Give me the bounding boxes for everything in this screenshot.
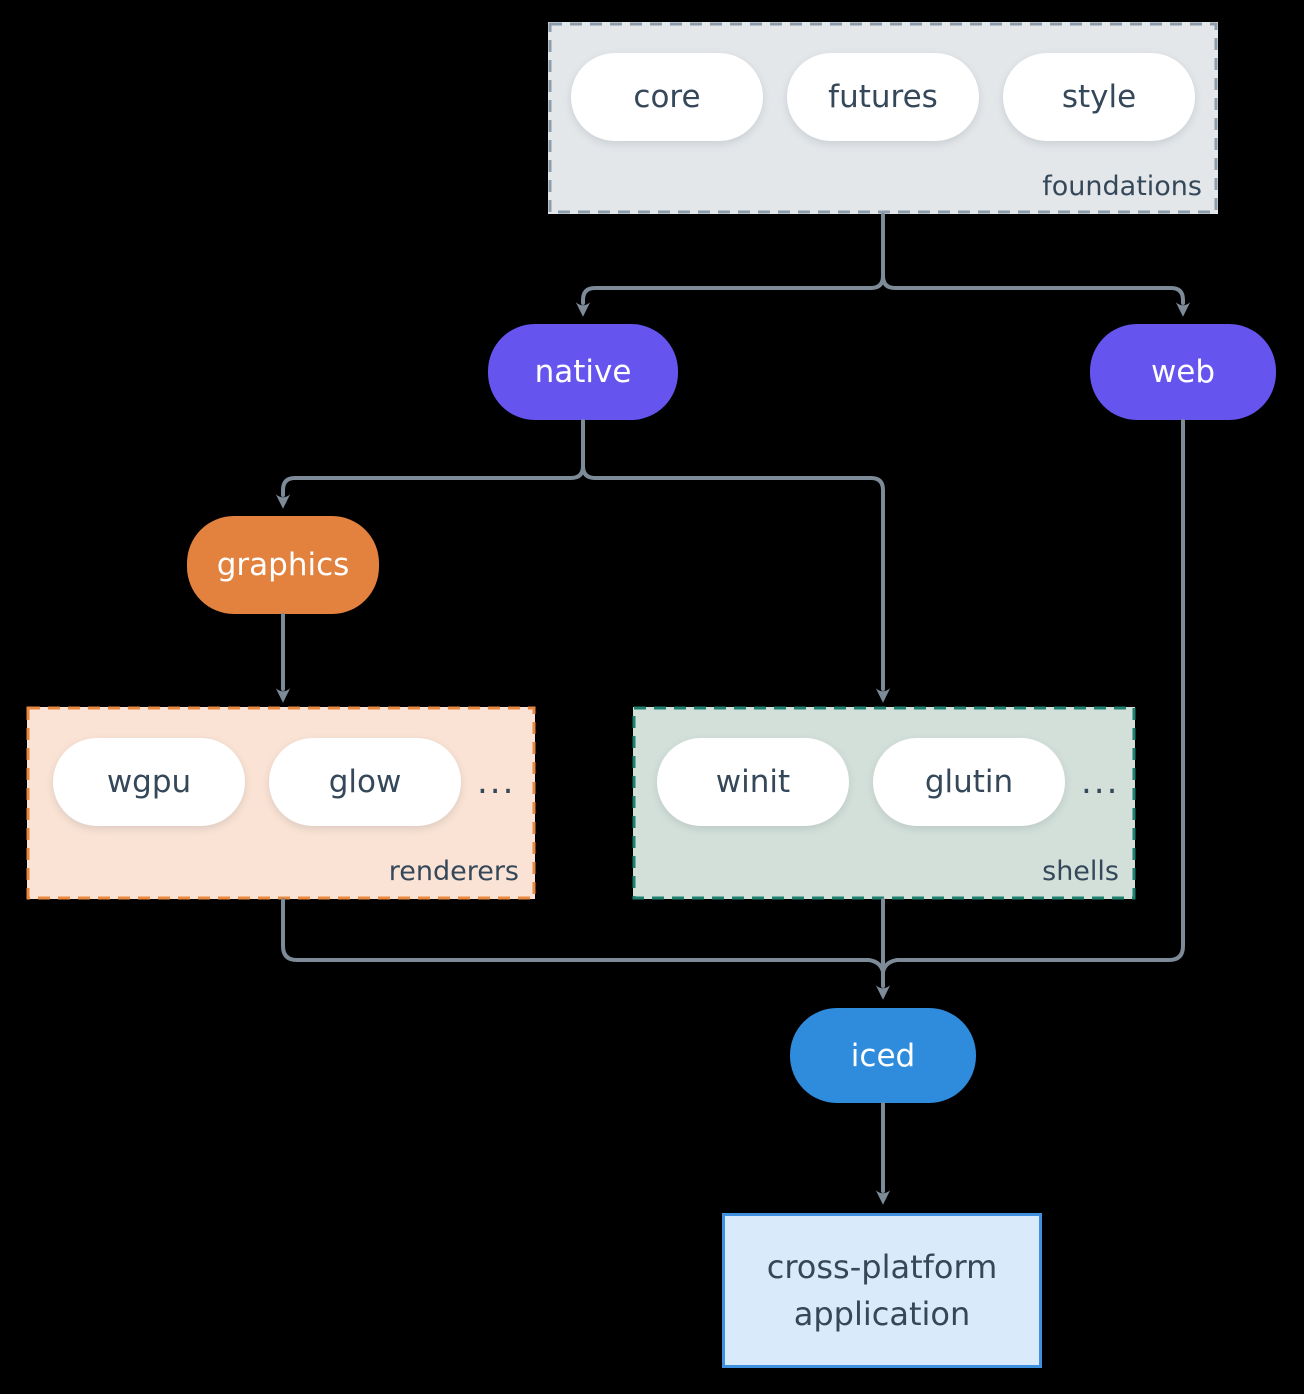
edge-native-graphics xyxy=(275,464,585,509)
node-application-label: cross-platform application xyxy=(766,1248,998,1333)
node-core-label: core xyxy=(633,79,701,115)
node-core: core xyxy=(571,53,763,141)
node-iced-label: iced xyxy=(850,1037,916,1074)
node-native-label: native xyxy=(534,354,632,390)
node-glow-label: glow xyxy=(328,764,402,800)
edge-foundations-native xyxy=(575,274,885,317)
foundations-group-label: foundations xyxy=(1042,171,1202,202)
renderers-group: wgpu glow ... renderers xyxy=(27,707,535,899)
node-glutin: glutin xyxy=(873,738,1065,826)
node-glow: glow xyxy=(269,738,461,826)
renderers-ellipsis: ... xyxy=(477,762,516,802)
node-native: native xyxy=(488,324,678,420)
renderers-group-label: renderers xyxy=(388,856,519,887)
shells-group-label: shells xyxy=(1042,856,1119,887)
foundations-group: core futures style foundations xyxy=(548,22,1218,214)
node-winit: winit xyxy=(657,738,849,826)
edge-renderers-iced xyxy=(281,898,885,974)
node-glutin-label: glutin xyxy=(924,764,1014,800)
shells-group: winit glutin ... shells xyxy=(633,707,1135,899)
node-wgpu-label: wgpu xyxy=(106,764,192,800)
node-application: cross-platform application xyxy=(722,1213,1042,1368)
node-graphics-label: graphics xyxy=(216,547,350,583)
node-web-label: web xyxy=(1150,354,1216,390)
node-graphics: graphics xyxy=(187,516,379,614)
node-style-label: style xyxy=(1061,79,1137,115)
node-web: web xyxy=(1090,324,1276,420)
edge-foundations-web xyxy=(881,274,1191,317)
node-wgpu: wgpu xyxy=(53,738,245,826)
node-winit-label: winit xyxy=(715,764,791,800)
shells-ellipsis: ... xyxy=(1081,762,1120,802)
node-futures-label: futures xyxy=(828,79,938,115)
node-style: style xyxy=(1003,53,1195,141)
node-futures: futures xyxy=(787,53,979,141)
edge-native-shells xyxy=(581,464,891,703)
node-iced: iced xyxy=(790,1008,976,1103)
